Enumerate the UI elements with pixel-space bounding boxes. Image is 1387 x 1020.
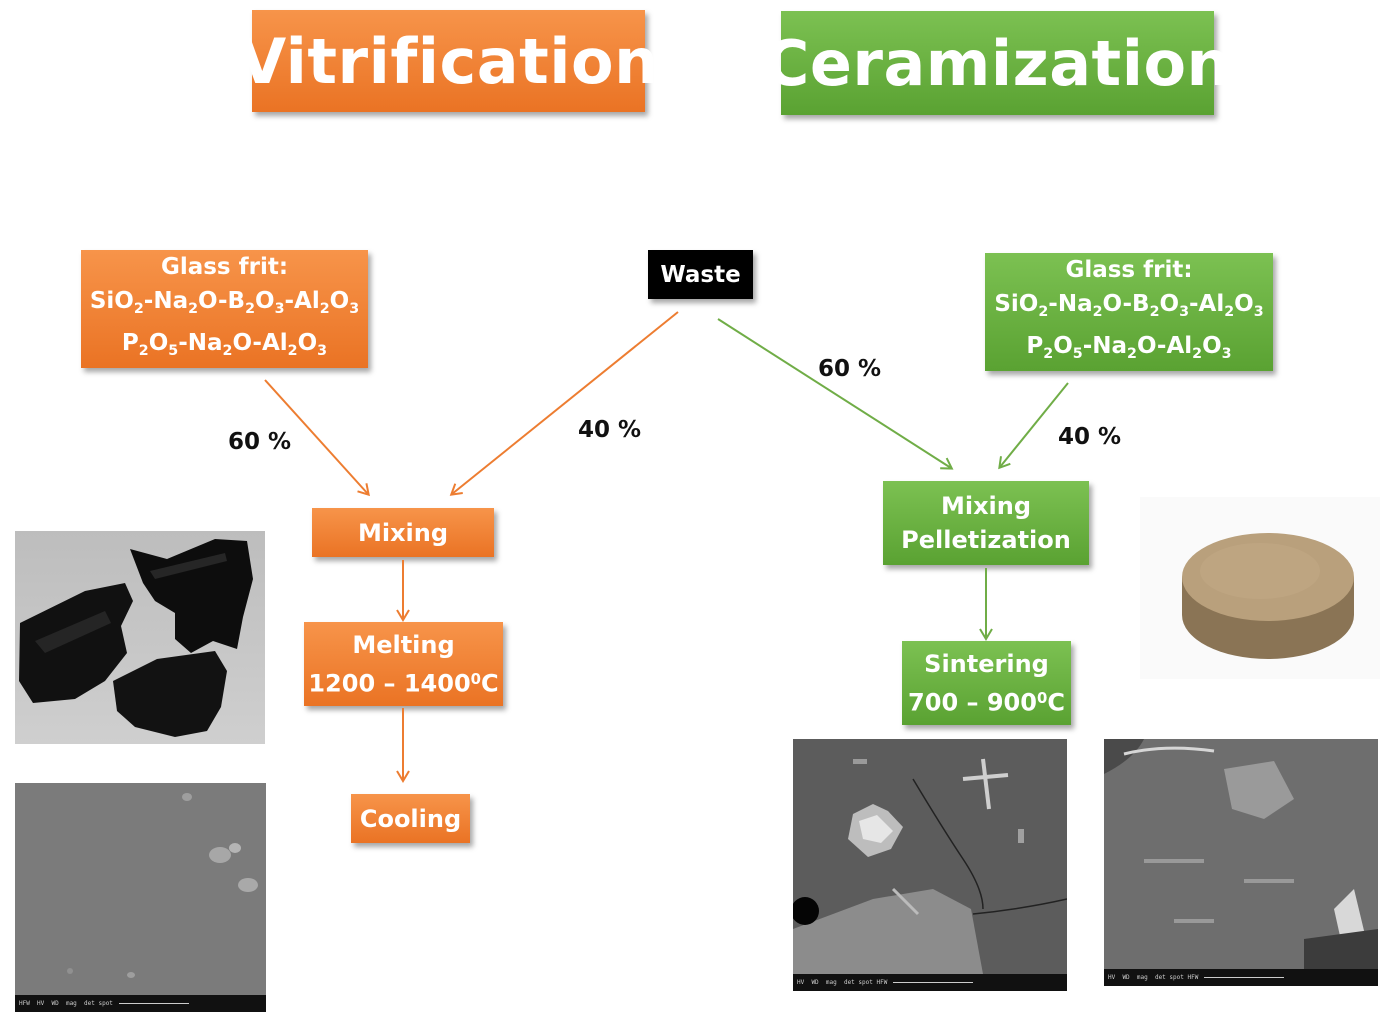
formula-subscript: 5: [1072, 345, 1083, 362]
pct-waste-vitrification: 40 %: [578, 417, 642, 443]
pelletization-label: Pelletization: [901, 526, 1071, 554]
formula-text: O: [1053, 333, 1073, 359]
formula-subscript: 2: [287, 342, 298, 359]
formula-text: O-Al: [232, 330, 288, 356]
formula-subscript: 2: [1149, 304, 1160, 320]
vitrification-title: Vitrification: [238, 10, 658, 112]
formula-text: O: [148, 330, 169, 356]
mixing-box: Mixing: [312, 508, 494, 557]
arrow-waste-to-mixing: [449, 311, 679, 496]
formula-subscript: 2: [1092, 304, 1103, 320]
formula-text: O: [255, 288, 275, 315]
glass-frit-formula-1: SiO2-Na2O-B2O3-Al2O3: [90, 284, 359, 326]
formula-text: -Al: [1189, 291, 1225, 318]
formula-text: SiO: [89, 288, 134, 315]
sintering-box: Sintering 700 – 9000C: [902, 641, 1071, 725]
formula-subscript: 2: [188, 301, 199, 317]
formula-text: -Na: [1082, 333, 1128, 359]
formula-text: -Na: [1048, 291, 1093, 318]
glass-frit-formula-2: P2O5-Na2O-Al2O3: [122, 326, 327, 368]
mixing-pelletization-box: Mixing Pelletization: [883, 481, 1089, 565]
formula-subscript: 2: [1043, 345, 1054, 362]
formula-text: -Al: [284, 288, 320, 315]
pct-frit-ceramization: 40 %: [1058, 424, 1122, 450]
glass-frit-formula-1: SiO2-Na2O-B2O3-Al2O3: [994, 287, 1263, 329]
formula-subscript: 2: [138, 342, 149, 359]
pct-frit-vitrification: 60 %: [228, 429, 292, 455]
sintering-label: Sintering: [924, 649, 1049, 678]
formula-subscript: 2: [1038, 304, 1049, 320]
formula-subscript: 2: [133, 301, 144, 317]
glass-frit-label: Glass frit:: [1065, 257, 1193, 284]
pct-waste-ceramization: 60 %: [818, 356, 882, 382]
sem-glass-surface: [67, 793, 258, 978]
sem-image-ceramic-2: HV WD mag det spot HFW: [1104, 739, 1378, 986]
formula-text: O-Al: [1136, 333, 1193, 359]
formula-text: O: [329, 288, 350, 315]
melting-temperature: 1200 – 14000C: [308, 669, 499, 698]
formula-text: P: [121, 330, 139, 356]
formula-subscript: 2: [245, 301, 256, 317]
arrow-frit-to-pelletization: [998, 382, 1069, 470]
formula-subscript: 2: [319, 301, 330, 317]
sem-image-ceramic-1: HV WD mag det spot HFW: [793, 739, 1067, 991]
ceramization-title: Ceramization: [764, 11, 1231, 115]
formula-text: -Na: [178, 330, 223, 356]
waste-box: Waste: [648, 250, 753, 299]
sem-scale-bar: HV WD mag det spot HFW: [793, 974, 1067, 991]
formula-text: P: [1026, 333, 1044, 359]
sem-image-glass: HFW HV WD mag det spot: [15, 783, 266, 1012]
sem-ceramic-1-surface: [793, 758, 1067, 974]
glass-frit-box-ceramization: Glass frit: SiO2-Na2O-B2O3-Al2O3 P2O5-Na…: [985, 253, 1273, 371]
ceramic-pellet-image: [1182, 533, 1354, 659]
formula-text: O-B: [198, 288, 246, 315]
ceramic-pellet-photo: [1140, 497, 1380, 679]
cooling-box: Cooling: [351, 794, 470, 843]
formula-subscript: 3: [1221, 345, 1232, 362]
formula-subscript: 2: [1224, 304, 1235, 320]
formula-text: O: [1234, 291, 1254, 318]
formula-subscript: 3: [349, 301, 360, 317]
formula-subscript: 3: [317, 342, 328, 359]
formula-subscript: 2: [222, 342, 233, 359]
formula-subscript: 2: [1192, 345, 1203, 362]
arrow-frit-to-mixing: [264, 379, 370, 497]
sem-scale-bar: HV WD mag det spot HFW: [1104, 969, 1378, 986]
formula-text: SiO: [994, 291, 1039, 318]
formula-subscript: 3: [1253, 304, 1264, 320]
formula-subscript: 2: [1127, 345, 1137, 362]
melting-label: Melting: [352, 630, 455, 659]
formula-subscript: 5: [168, 342, 179, 359]
formula-text: O: [297, 330, 318, 356]
sem-ceramic-2-surface: [1104, 739, 1378, 969]
sintering-temperature: 700 – 9000C: [908, 688, 1065, 717]
arrow-waste-to-pelletization: [717, 318, 954, 470]
glass-frit-box-vitrification: Glass frit: SiO2-Na2O-B2O3-Al2O3 P2O5-Na…: [81, 250, 368, 368]
glass-frit-formula-2: P2O5-Na2O-Al2O3: [1026, 329, 1231, 371]
glass-frit-label: Glass frit:: [160, 254, 289, 281]
mixing-label: Mixing: [940, 492, 1032, 520]
melting-box: Melting 1200 – 14000C: [304, 622, 503, 706]
formula-subscript: 3: [274, 301, 285, 317]
formula-text: -Na: [143, 288, 189, 315]
sem-scale-bar: HFW HV WD mag det spot: [15, 995, 266, 1012]
formula-text: O: [1159, 291, 1180, 318]
formula-text: O-B: [1102, 291, 1150, 318]
formula-text: O: [1202, 333, 1222, 359]
glass-shards-image: [19, 539, 253, 737]
formula-subscript: 3: [1179, 304, 1189, 320]
glass-shards-photo: [15, 531, 265, 744]
